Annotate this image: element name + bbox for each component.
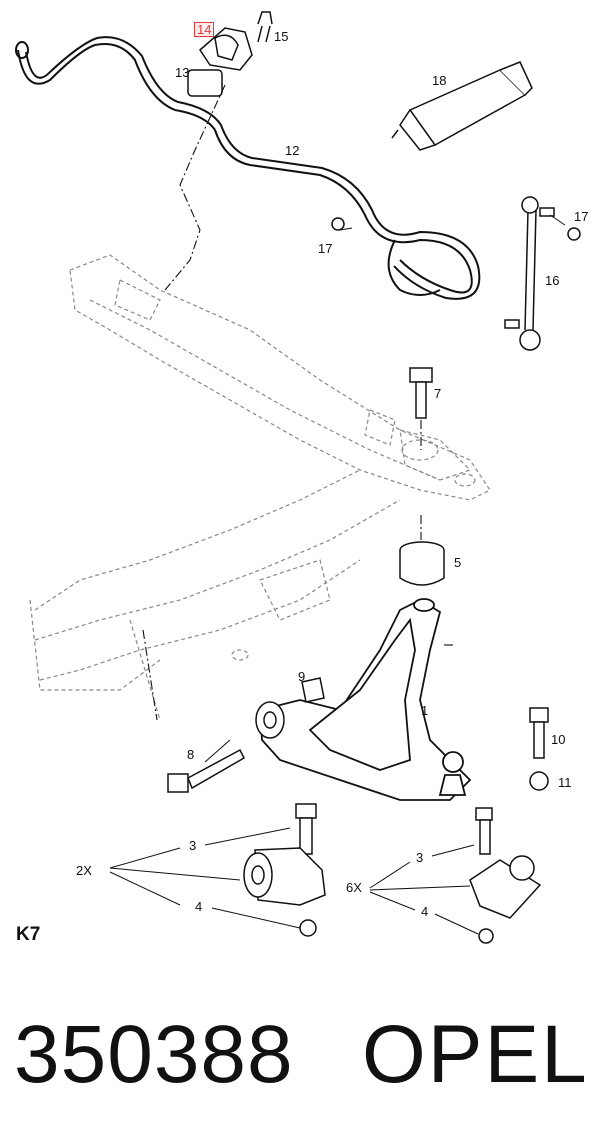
callout-15: 15 bbox=[274, 29, 289, 44]
callout-3-left: 3 bbox=[189, 838, 197, 853]
exploded-parts-diagram bbox=[15, 11, 581, 944]
callout-18: 18 bbox=[432, 73, 447, 88]
callout-10: 10 bbox=[551, 732, 566, 747]
callout-1: 1 bbox=[421, 703, 429, 718]
callout-5: 5 bbox=[454, 555, 462, 570]
callout-16: 16 bbox=[545, 273, 560, 288]
callout-11: 11 bbox=[558, 775, 572, 790]
bolt-10 bbox=[529, 707, 549, 791]
bushing-clamp bbox=[187, 11, 273, 97]
callout-17-right: 17 bbox=[574, 209, 589, 224]
callout-2x: 2X bbox=[76, 863, 92, 878]
callout-17-left: 17 bbox=[318, 241, 333, 256]
bolt-8 bbox=[167, 748, 245, 793]
bushing-5 bbox=[399, 541, 445, 586]
bushing-assembly bbox=[243, 803, 326, 937]
callout-3-right: 3 bbox=[416, 850, 424, 865]
callout-7: 7 bbox=[434, 386, 442, 401]
stabilizer-bar bbox=[15, 36, 481, 300]
brand-name: OPEL bbox=[362, 1009, 589, 1100]
callout-9: 9 bbox=[298, 669, 306, 684]
alignment-lines bbox=[142, 84, 455, 721]
grease-tube bbox=[391, 61, 533, 151]
callout-8: 8 bbox=[187, 747, 195, 762]
control-arm bbox=[259, 598, 472, 801]
callout-4-left: 4 bbox=[195, 899, 203, 914]
stabilizer-link bbox=[331, 196, 581, 351]
callout-4-right: 4 bbox=[421, 904, 429, 919]
part-number: 350388 bbox=[14, 1009, 294, 1100]
subframe bbox=[29, 254, 491, 721]
leader-lines bbox=[109, 214, 566, 935]
callout-12: 12 bbox=[285, 143, 300, 158]
callout-14: 14 bbox=[194, 22, 215, 37]
callout-13: 13 bbox=[175, 65, 190, 80]
bolt-7 bbox=[409, 367, 433, 419]
front-bushing bbox=[255, 701, 285, 739]
callout-6x: 6X bbox=[346, 880, 362, 895]
ball-joint bbox=[469, 807, 542, 944]
bushing-9 bbox=[301, 677, 325, 703]
footer: 350388 OPEL bbox=[0, 1000, 600, 1120]
section-code: K7 bbox=[16, 924, 41, 945]
